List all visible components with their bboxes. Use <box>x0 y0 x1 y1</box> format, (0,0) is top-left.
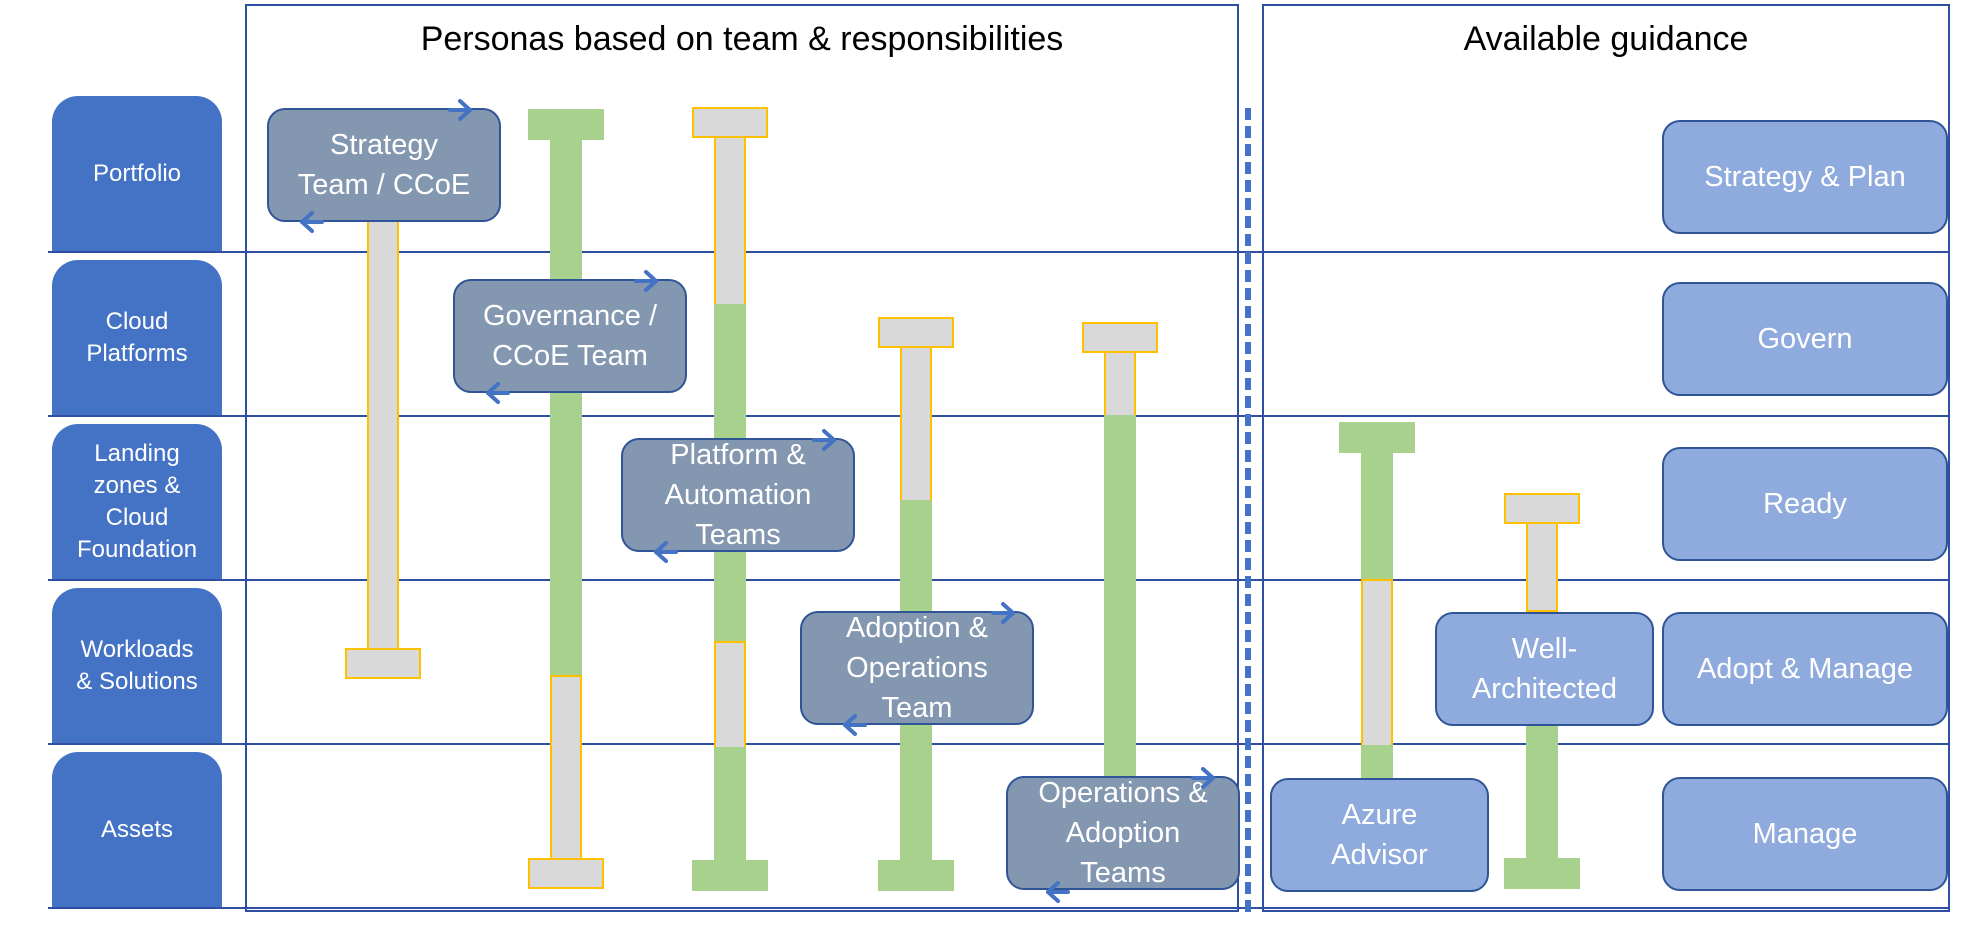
guidance-panel-title: Available guidance <box>1463 20 1749 58</box>
personas-panel-title: Personas based on team & responsibilitie… <box>420 20 1064 58</box>
scope-cap-primary <box>1339 422 1415 453</box>
scope-cap-secondary <box>692 107 768 138</box>
row-label-assets: Assets <box>52 752 222 907</box>
guidance-panel: Available guidance <box>1262 4 1950 912</box>
scope-cap-secondary <box>1082 322 1158 353</box>
guidance-strategy-plan: Strategy & Plan <box>1662 120 1948 234</box>
cycle-arrow-icon <box>843 602 1015 736</box>
guidance-adopt-manage: Adopt & Manage <box>1662 612 1948 726</box>
scope-bar-primary <box>1526 720 1558 860</box>
scope-cap-primary <box>1504 858 1580 889</box>
row-divider <box>48 907 1948 909</box>
scope-bar-secondary <box>1104 351 1136 417</box>
panel-separator-dashed <box>1245 108 1251 912</box>
scope-cap-primary <box>692 860 768 891</box>
scope-bar-secondary <box>1526 522 1558 612</box>
scope-cap-primary <box>878 860 954 891</box>
team-operations-adoption: Operations & Adoption Teams <box>1006 776 1240 890</box>
tool-azure-advisor: Azure Advisor <box>1270 778 1489 892</box>
scope-bar-primary <box>1361 745 1393 780</box>
cycle-arrow-icon <box>300 99 472 233</box>
row-divider <box>48 743 1948 745</box>
row-divider <box>48 251 1948 253</box>
guidance-manage: Manage <box>1662 777 1948 891</box>
guidance-govern: Govern <box>1662 282 1948 396</box>
scope-bar-secondary <box>1361 579 1393 747</box>
tool-well-architected: Well- Architected <box>1435 612 1654 726</box>
team-platform-automation: Platform & Automation Teams <box>621 438 855 552</box>
row-label-landing-zones: Landing zones & Cloud Foundation <box>52 424 222 579</box>
row-divider <box>48 415 1948 417</box>
cycle-arrow-icon <box>654 429 836 563</box>
row-divider <box>48 579 1948 581</box>
scope-bar-primary <box>714 747 746 862</box>
personas-panel: Personas based on team & responsibilitie… <box>245 4 1239 912</box>
team-governance-ccoe: Governance / CCoE Team <box>453 279 687 393</box>
team-strategy-ccoe: Strategy Team / CCoE <box>267 108 501 222</box>
row-label-cloud-platforms: Cloud Platforms <box>52 260 222 415</box>
scope-bar-primary <box>550 138 582 678</box>
scope-bar-secondary <box>714 641 746 749</box>
scope-bar-primary <box>1104 415 1136 780</box>
cycle-arrow-icon <box>486 270 658 404</box>
row-label-workloads: Workloads & Solutions <box>52 588 222 743</box>
scope-cap-primary <box>528 109 604 140</box>
scope-cap-secondary <box>528 858 604 889</box>
scope-bar-secondary <box>367 215 399 652</box>
scope-bar-secondary <box>714 136 746 306</box>
scope-cap-secondary <box>345 648 421 679</box>
scope-bar-secondary <box>900 346 932 502</box>
scope-bar-secondary <box>550 675 582 860</box>
guidance-ready: Ready <box>1662 447 1948 561</box>
team-adoption-operations: Adoption & Operations Team <box>800 611 1034 725</box>
cycle-arrow-icon <box>1046 767 1215 903</box>
scope-bar-primary <box>1361 451 1393 581</box>
row-label-portfolio: Portfolio <box>52 96 222 251</box>
